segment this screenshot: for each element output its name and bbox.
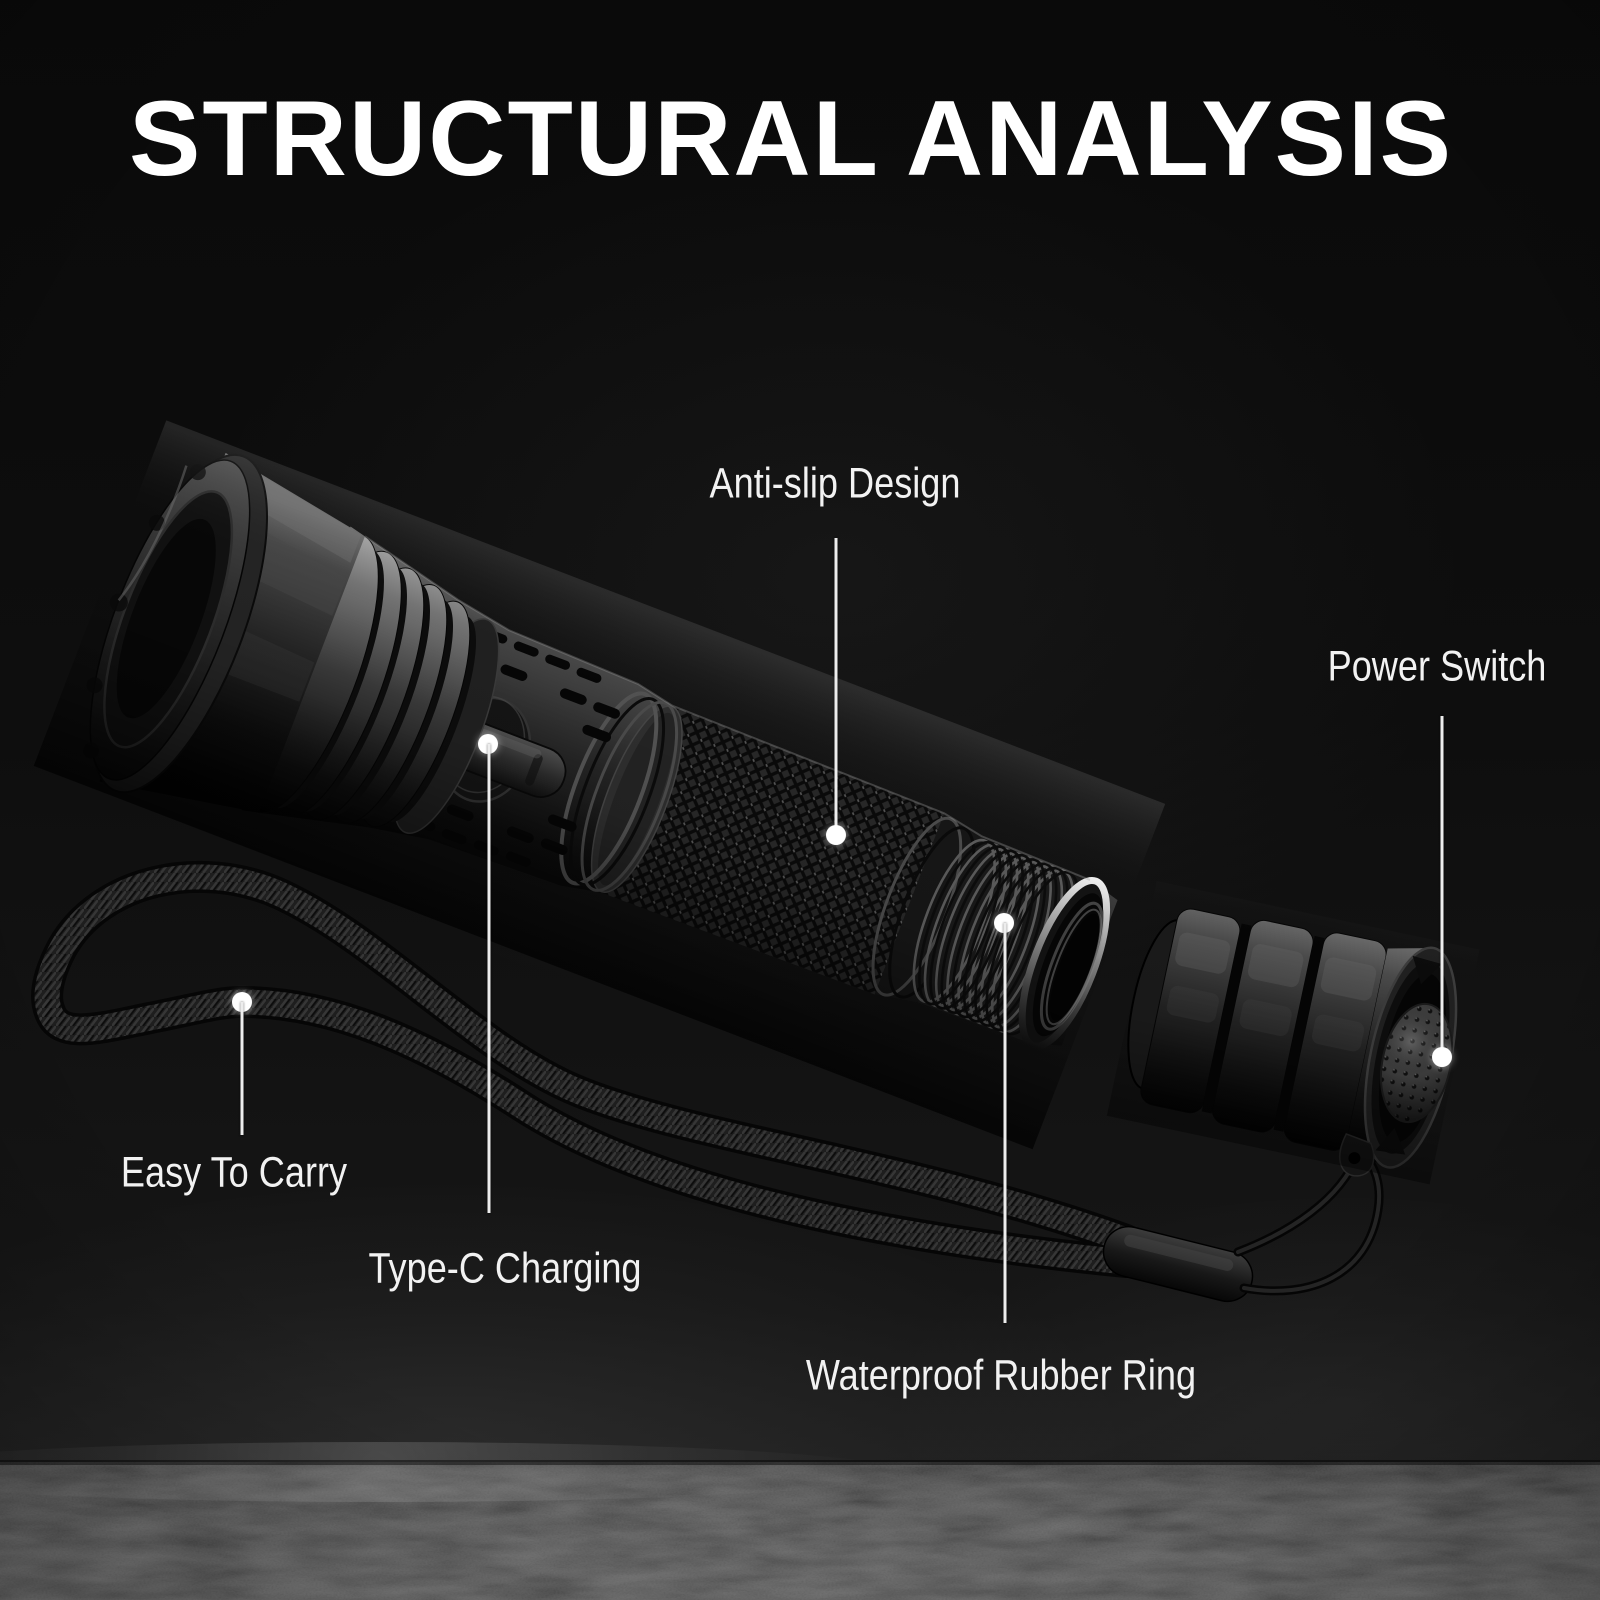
- label-easy-to-carry: Easy To Carry: [120, 1148, 348, 1197]
- leader-line-type-c-charging: [487, 744, 491, 1213]
- flashlight-shading: [33, 420, 1166, 1150]
- label-anti-slip-design: Anti-slip Design: [709, 459, 961, 508]
- leader-line-waterproof-rubber-ring: [1003, 923, 1007, 1323]
- leader-line-anti-slip-design: [834, 538, 838, 835]
- tail-cap-shading: [1106, 880, 1480, 1185]
- page-title: STRUCTURAL ANALYSIS: [128, 78, 1454, 198]
- flashlight: [33, 420, 1166, 1150]
- tail-cap: [1106, 880, 1480, 1185]
- lanyard-cord-stopper: [1102, 1225, 1254, 1303]
- lanyard-rope: [31, 860, 1142, 1278]
- label-type-c-charging: Type-C Charging: [368, 1244, 642, 1293]
- label-waterproof-rubber-ring: Waterproof Rubber Ring: [805, 1351, 1197, 1400]
- leader-line-easy-to-carry: [240, 1002, 244, 1135]
- callout-dot-power-switch: [1432, 1047, 1452, 1067]
- horizon-light-streak: [0, 1442, 900, 1502]
- ground-floor: [0, 1442, 1600, 1600]
- label-power-switch: Power Switch: [1327, 642, 1547, 691]
- callout-dot-anti-slip-design: [826, 825, 846, 845]
- leader-line-power-switch: [1440, 716, 1444, 1057]
